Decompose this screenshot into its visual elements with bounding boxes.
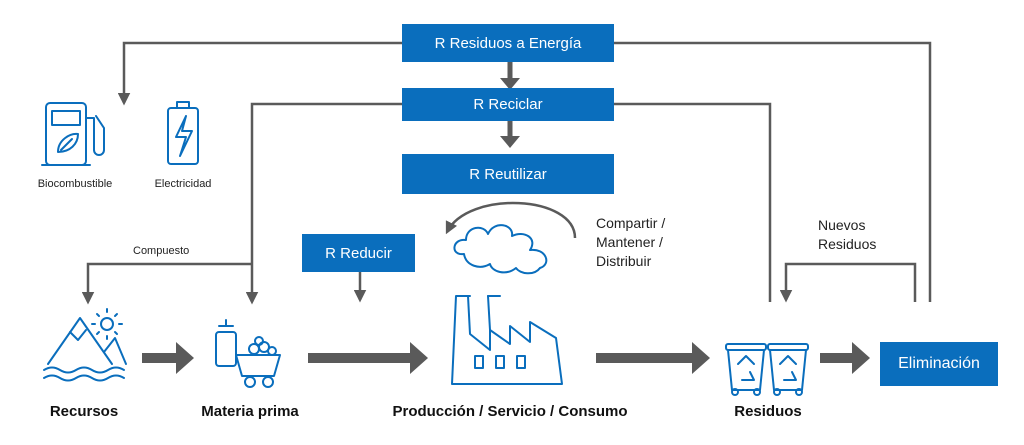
share-label-line-2: Mantener / [596,234,663,250]
reuse-box: R Reutilizar [402,154,614,194]
resources-to-raw-arrow [142,342,194,374]
recycle-box: R Reciclar [402,88,614,121]
compost-label: Compuesto [133,245,190,257]
reuse-curve-arrow [445,201,577,239]
waste-to-energy-box: R Residuos a Energía [402,24,614,62]
factory-icon [451,224,563,385]
reduce-box: R Reducir [302,234,415,272]
recycle-loop-line-left [245,102,402,305]
stage-resources: Recursos [49,403,119,420]
biofuel-label: Biocombustible [37,178,113,190]
new-waste-label: Nuevos Residuos [818,216,876,254]
new-waste-label-line-2: Residuos [818,236,877,252]
elimination-box: Eliminación [880,342,998,386]
compost-line [81,262,252,305]
mine-cart-icon [215,319,281,388]
share-label: Compartir / Mantener / Distribuir [596,214,665,271]
electricity-label: Electricidad [154,178,212,190]
stage-production: Producción / Servicio / Consumo [392,403,628,420]
battery-icon [167,101,199,165]
production-to-waste-arrow [596,342,710,374]
recycle-loop-line-right [614,102,772,302]
share-label-line-1: Compartir / [596,215,666,231]
raw-to-production-arrow [308,342,428,374]
fuel-pump-icon [41,102,105,166]
new-waste-label-line-1: Nuevos [818,217,866,233]
stage-waste: Residuos [734,403,802,420]
new-waste-line [779,262,917,303]
share-label-line-3: Distribuir [596,253,652,269]
recycle-bins-icon [725,343,809,396]
mountain-icon [43,308,127,382]
waste-to-elimination-arrow [820,342,870,374]
recycle-to-reuse-arrowhead [500,136,520,148]
energy-to-recycle-arrowhead [500,78,520,90]
stage-raw-material: Materia prima [201,403,299,420]
